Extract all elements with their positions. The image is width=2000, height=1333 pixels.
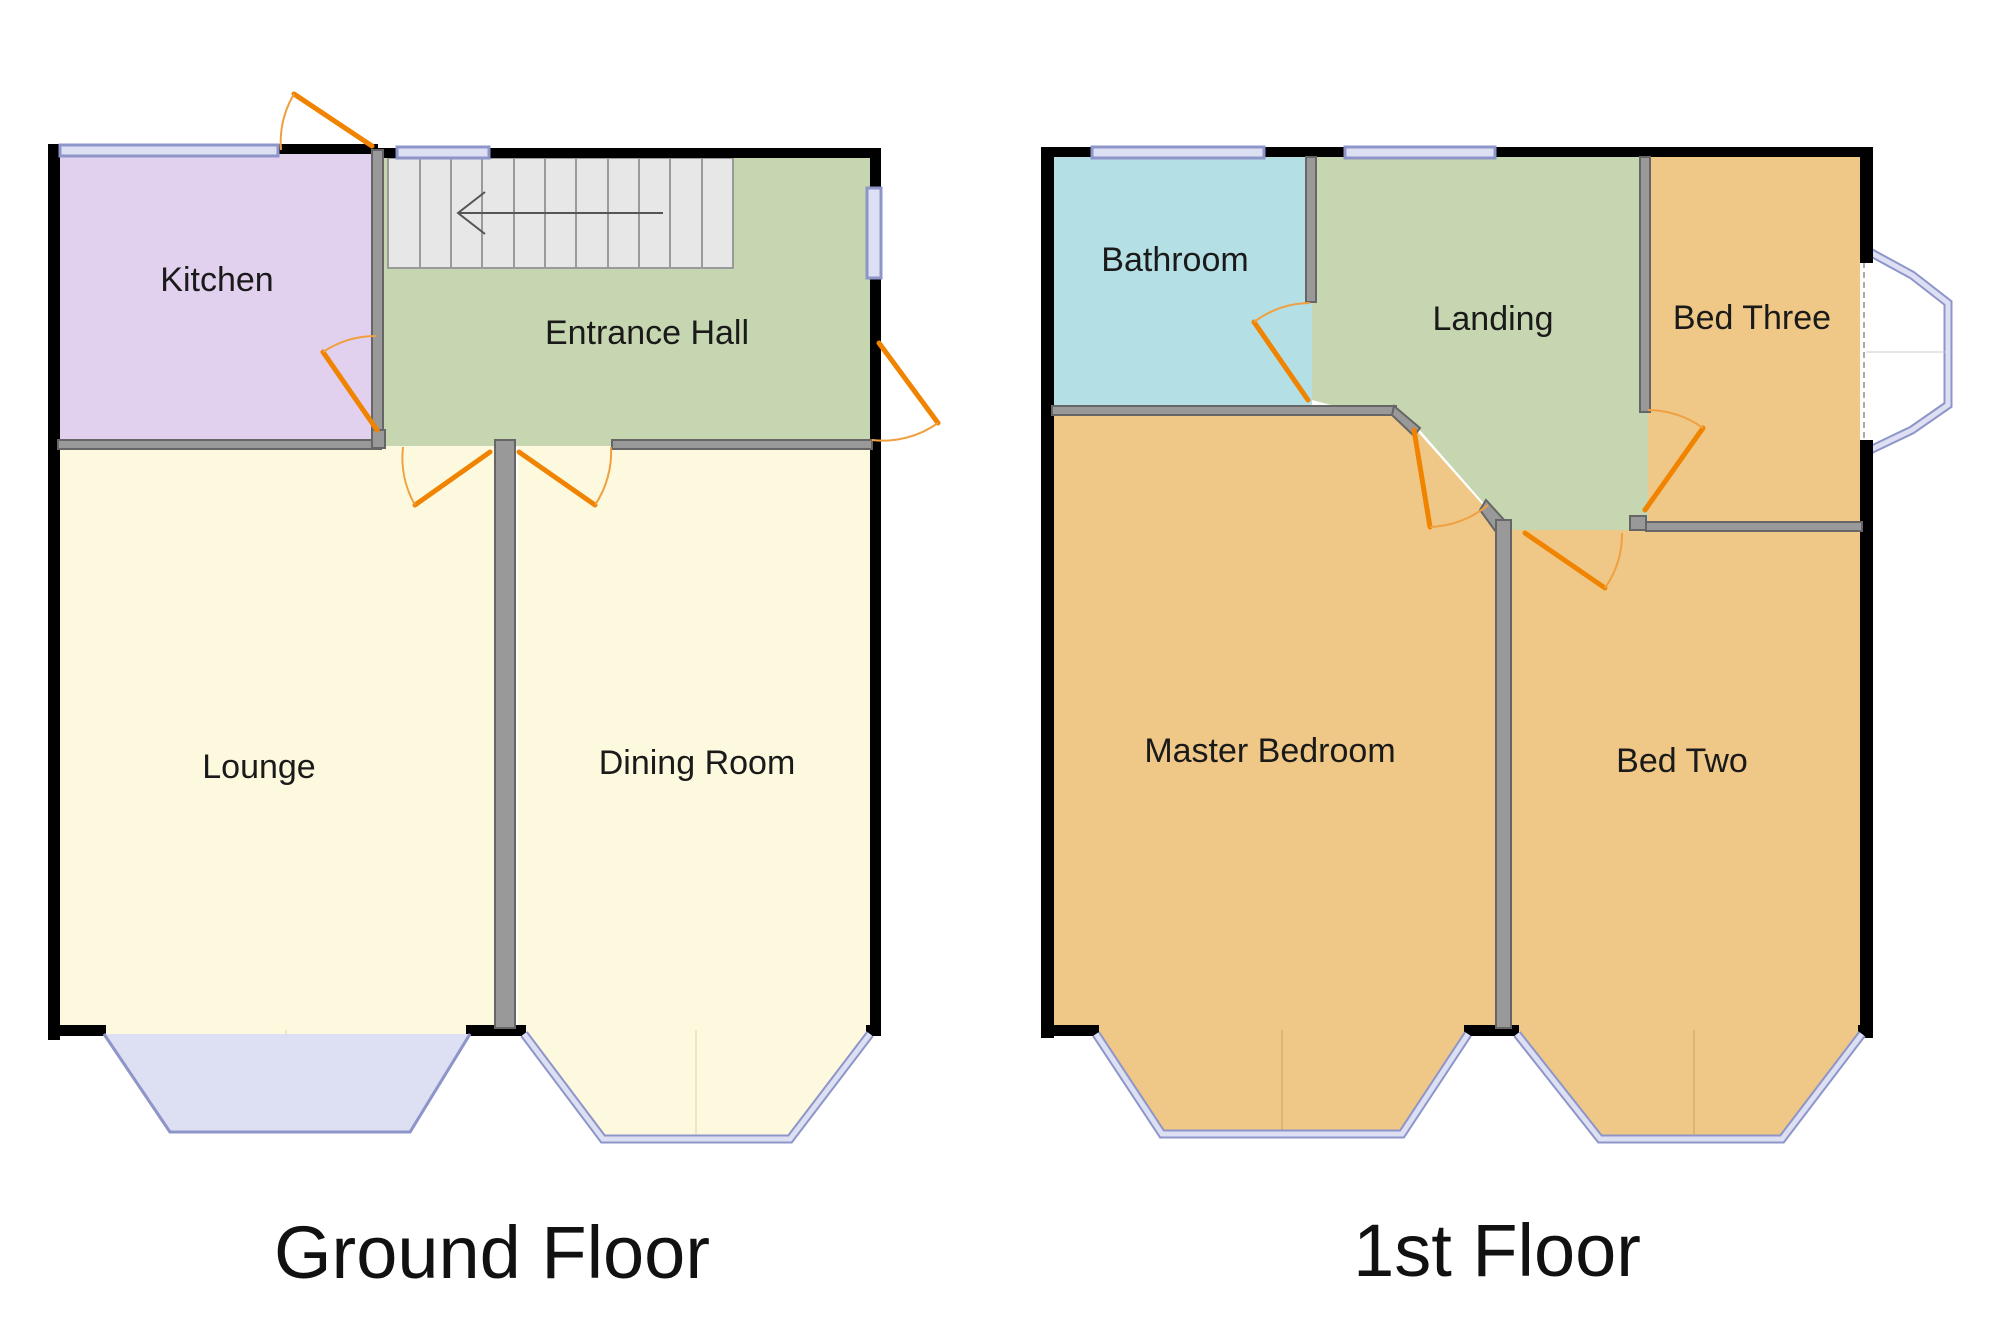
first-floor-plan: Bathroom Landing Bed Three Master Bedroo… (1041, 145, 1953, 1292)
bed-three-label: Bed Three (1673, 299, 1831, 337)
entrance-hall-label: Entrance Hall (545, 314, 749, 352)
bathroom-label: Bathroom (1101, 241, 1248, 279)
kitchen-area (58, 145, 377, 446)
bed-two-label: Bed Two (1616, 742, 1748, 780)
master-bedroom-area (1052, 414, 1496, 1029)
lounge-area (58, 446, 505, 1029)
ground-floor-plan: Kitchen Entrance Hall Lounge Dining Room… (48, 91, 941, 1294)
ground-floor-title: Ground Floor (274, 1211, 710, 1294)
landing-label: Landing (1432, 300, 1553, 338)
bed-two-bay-area (1517, 1028, 1862, 1140)
kitchen-label: Kitchen (160, 261, 273, 299)
bathroom-area (1052, 155, 1312, 408)
lounge-label: Lounge (202, 748, 315, 786)
bed-two-area (1505, 530, 1860, 1029)
dining-room-area (518, 446, 880, 1029)
landing-area (1312, 155, 1648, 533)
dining-room-label: Dining Room (599, 744, 796, 782)
master-bedroom-label: Master Bedroom (1144, 732, 1395, 770)
staircase (387, 157, 734, 269)
first-floor-title: 1st Floor (1353, 1209, 1641, 1292)
bed-three-area (1648, 155, 1860, 525)
